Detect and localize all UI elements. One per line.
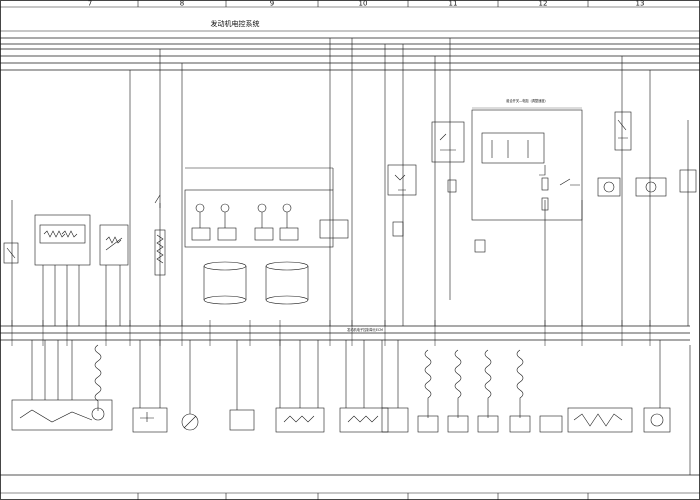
column-number: 12 xyxy=(539,0,548,8)
relay-block xyxy=(387,109,583,253)
column-number: 8 xyxy=(180,0,184,8)
right-motor-group xyxy=(597,111,697,197)
bus-feed-wires xyxy=(11,38,689,326)
column-number: 13 xyxy=(636,0,645,8)
ecu-connector-band xyxy=(0,325,690,341)
lower-harness xyxy=(11,340,691,475)
column-number: 10 xyxy=(359,0,368,8)
ecu-pin-ticks xyxy=(11,320,651,346)
left-sensor-group xyxy=(3,194,166,326)
diagram-title: 发动机电控系统 xyxy=(211,19,260,28)
injector-group xyxy=(184,167,349,305)
ecu-label: 发动机电子控制单元ECM xyxy=(347,327,383,332)
column-number: 9 xyxy=(270,0,274,8)
column-number: 11 xyxy=(449,0,458,8)
column-number: 7 xyxy=(88,0,92,8)
relay-box-title: 组合开关—电阻（调整速度） xyxy=(506,98,547,103)
column-dividers xyxy=(137,0,589,500)
power-bus-lines xyxy=(0,37,700,71)
